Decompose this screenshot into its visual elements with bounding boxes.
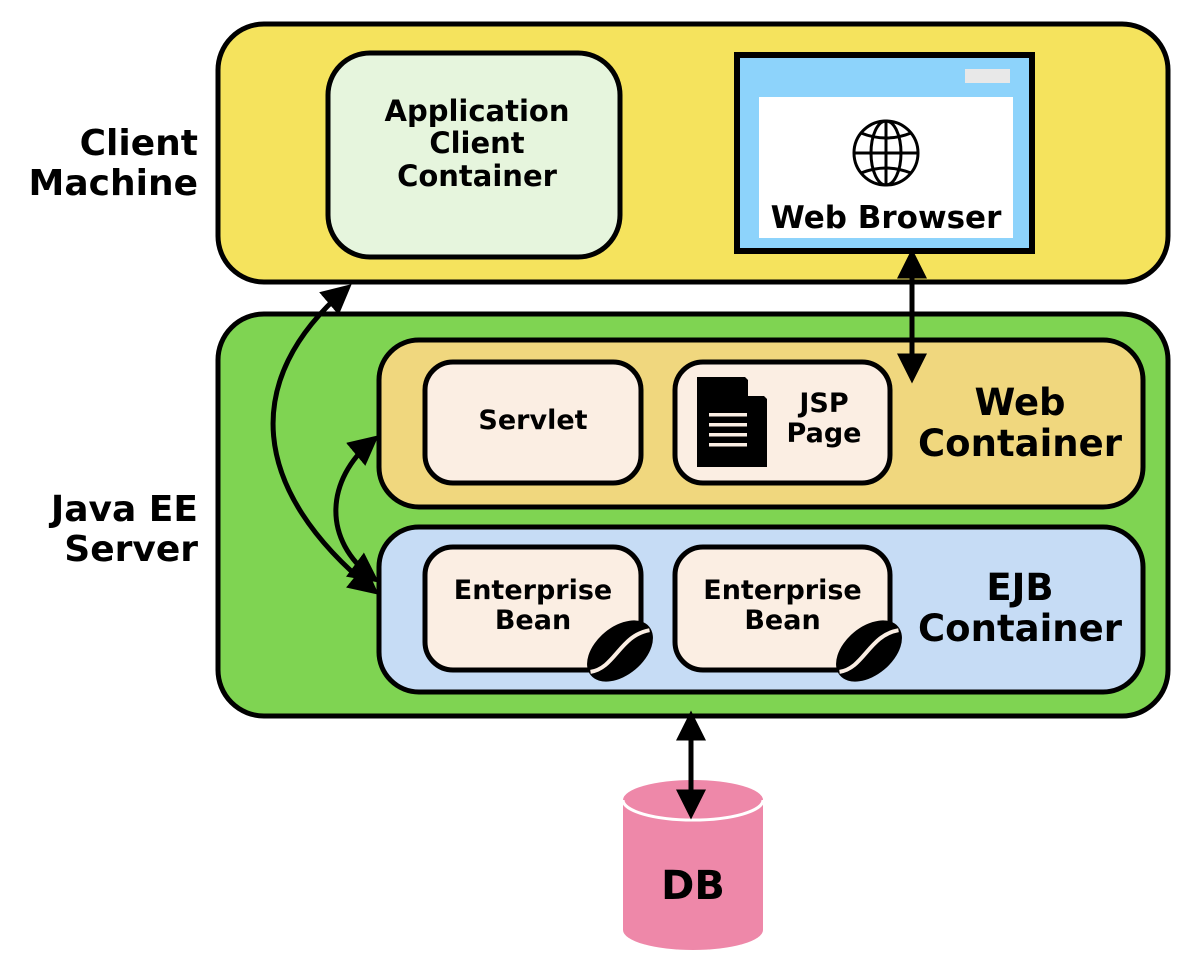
bean-1-line1: Enterprise <box>453 575 613 606</box>
ejb-container-label-line1: EJB <box>986 566 1054 609</box>
enterprise-bean-box-1 <box>422 544 644 673</box>
arrow-web-to-ejb <box>333 435 380 583</box>
globe-icon <box>852 119 920 187</box>
web-browser-label: Web Browser <box>770 200 1002 236</box>
db-label: DB <box>661 863 725 909</box>
java-ee-server-label: Java EE Server <box>10 489 198 571</box>
coffee-bean-icon <box>587 620 653 682</box>
app-client-container-box <box>325 50 623 260</box>
web-container-label: Web Container <box>900 382 1140 465</box>
app-client-container-label: Application Client Container <box>328 94 626 193</box>
servlet-label: Servlet <box>478 405 588 436</box>
enterprise-bean-label-1: Enterprise Bean <box>425 575 641 637</box>
enterprise-bean-box-2 <box>672 544 893 673</box>
client-machine-label-line2: Machine <box>28 163 198 205</box>
jsp-label-line2: Page <box>786 418 862 450</box>
client-machine-label-line1: Client <box>79 123 198 164</box>
ejb-container-label: EJB Container <box>900 567 1140 650</box>
arrow-app-client-to-ejb <box>270 284 379 595</box>
bean-2-line2: Bean <box>744 605 821 637</box>
jsp-label-line1: JSP <box>799 388 849 419</box>
browser-titlebar-button <box>965 69 1010 83</box>
bean-2-line1: Enterprise <box>703 575 862 606</box>
java-ee-server-label-line1: Java EE <box>50 489 198 530</box>
web-browser-window <box>734 52 1035 254</box>
jsp-page-label: JSP Page <box>768 388 880 450</box>
web-container-label-line2: Container <box>918 422 1122 466</box>
bean-1-line2: Bean <box>494 605 572 637</box>
servlet-box <box>422 359 644 486</box>
java-ee-server-label-line2: Server <box>64 529 198 571</box>
ejb-container-label-line2: Container <box>918 607 1122 651</box>
client-machine-label: Client Machine <box>20 123 198 205</box>
document-icon <box>697 377 767 467</box>
coffee-bean-icon <box>836 620 902 682</box>
app-client-line3: Container <box>397 158 557 193</box>
web-container-label-line1: Web <box>974 381 1066 424</box>
app-client-line2: Client <box>429 126 525 161</box>
enterprise-bean-label-2: Enterprise Bean <box>675 575 890 637</box>
app-client-line1: Application <box>384 94 570 128</box>
